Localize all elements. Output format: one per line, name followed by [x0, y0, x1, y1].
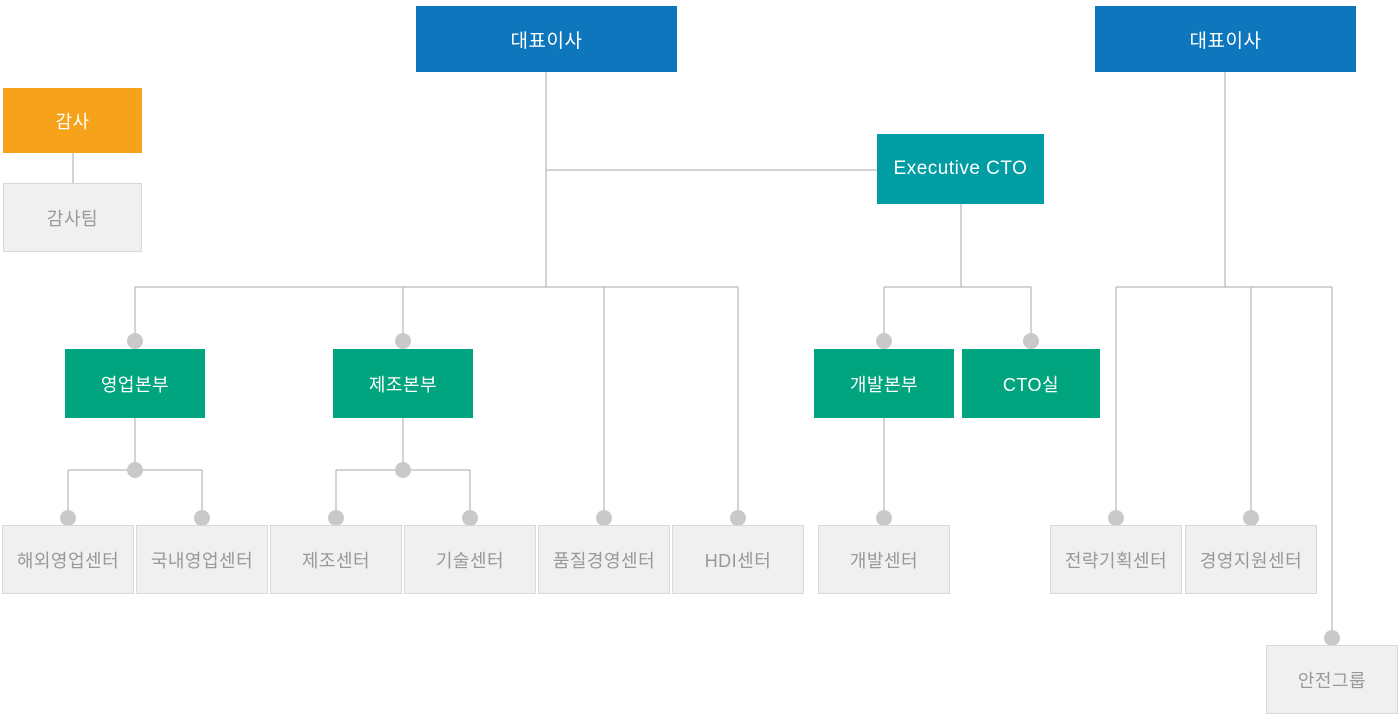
org-node-ceo-right: 대표이사	[1095, 6, 1356, 72]
connector-dot	[730, 510, 746, 526]
org-node-label: 개발센터	[849, 550, 919, 571]
connector-dot	[876, 333, 892, 349]
org-node-label: Executive CTO	[893, 158, 1028, 179]
org-node-development-division: 개발본부	[814, 349, 954, 418]
org-node-manufacturing-center: 제조센터	[270, 525, 402, 594]
org-node-overseas-sales-center: 해외영업센터	[2, 525, 134, 594]
org-node-label: 대표이사	[510, 30, 583, 52]
org-node-label: 제조센터	[301, 550, 371, 571]
connector-dot	[127, 333, 143, 349]
org-node-safety-group: 안전그룹	[1266, 645, 1398, 714]
org-node-label: 감사	[55, 111, 90, 132]
org-node-development-center: 개발센터	[818, 525, 950, 594]
org-node-management-support-center: 경영지원센터	[1185, 525, 1317, 594]
org-node-label: CTO실	[1002, 374, 1060, 395]
connector-dot	[876, 510, 892, 526]
connector-dot	[328, 510, 344, 526]
org-node-strategic-planning-center: 전략기획센터	[1050, 525, 1182, 594]
org-node-label: 국내영업센터	[150, 550, 254, 571]
org-node-hdi-center: HDI센터	[672, 525, 804, 594]
org-node-sales-division: 영업본부	[65, 349, 205, 418]
org-node-audit-team: 감사팀	[3, 183, 142, 252]
connector-dot	[1108, 510, 1124, 526]
org-node-technology-center: 기술센터	[404, 525, 536, 594]
org-node-label: HDI센터	[704, 550, 772, 571]
org-node-cto-office: CTO실	[962, 349, 1100, 418]
org-node-label: 개발본부	[849, 374, 919, 395]
connector-dot	[194, 510, 210, 526]
org-node-label: 전략기획센터	[1064, 550, 1168, 571]
org-node-label: 영업본부	[100, 374, 170, 395]
org-node-label: 안전그룹	[1297, 670, 1367, 691]
org-node-auditor: 감사	[3, 88, 142, 153]
org-node-ceo-left: 대표이사	[416, 6, 677, 72]
connector-dot	[127, 462, 143, 478]
connector-dot	[395, 462, 411, 478]
org-node-label: 대표이사	[1189, 30, 1262, 52]
connector-dot	[1023, 333, 1039, 349]
org-node-label: 기술센터	[435, 550, 505, 571]
org-node-label: 경영지원센터	[1199, 550, 1303, 571]
org-node-label: 품질경영센터	[552, 550, 656, 571]
connector-dot	[60, 510, 76, 526]
org-node-label: 제조본부	[368, 374, 438, 395]
connector-dot	[1324, 630, 1340, 646]
org-node-executive-cto: Executive CTO	[877, 134, 1044, 204]
connector-dot	[462, 510, 478, 526]
connector-dot	[1243, 510, 1259, 526]
org-node-label: 감사팀	[46, 208, 99, 229]
org-node-manufacturing-division: 제조본부	[333, 349, 473, 418]
org-node-quality-management-center: 품질경영센터	[538, 525, 670, 594]
connector-dot	[395, 333, 411, 349]
connector-dot	[596, 510, 612, 526]
org-node-label: 해외영업센터	[16, 550, 120, 571]
org-node-domestic-sales-center: 국내영업센터	[136, 525, 268, 594]
